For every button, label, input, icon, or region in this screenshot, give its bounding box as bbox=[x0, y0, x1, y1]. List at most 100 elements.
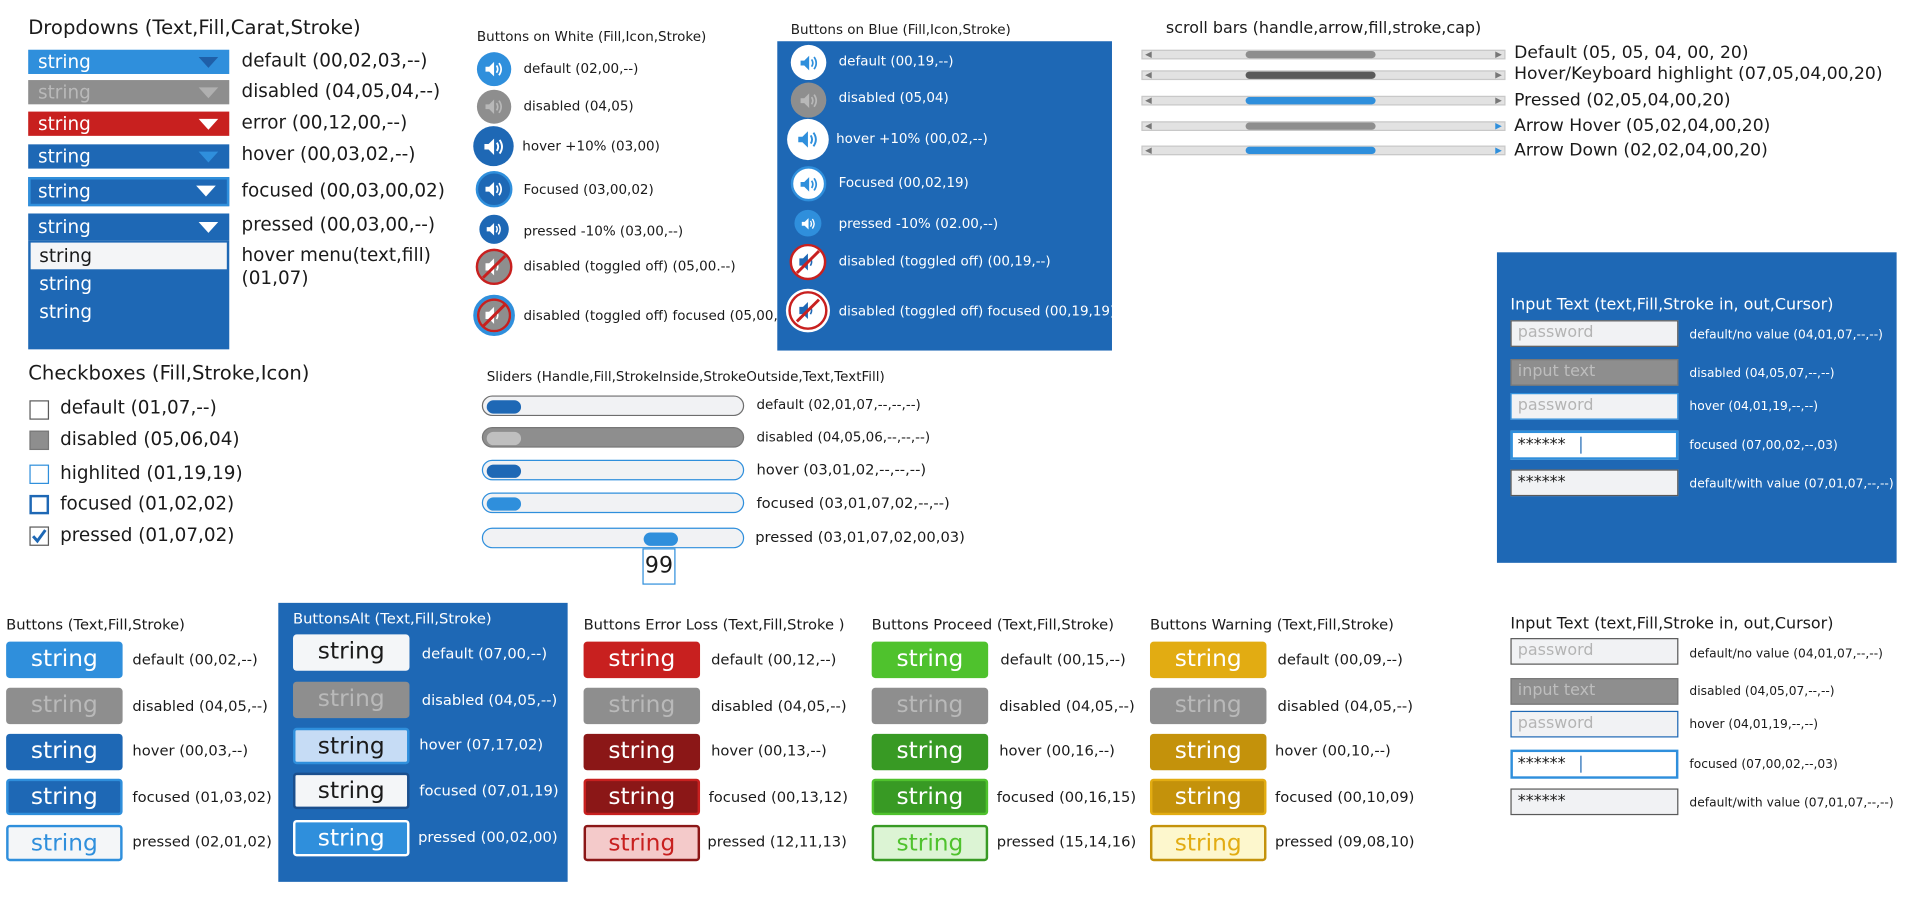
button-alt-pressed[interactable]: string bbox=[293, 819, 410, 857]
icon-button-blue-default[interactable] bbox=[790, 44, 827, 81]
button-alt-hover[interactable]: string bbox=[293, 727, 410, 765]
icon-button-blue-focused[interactable] bbox=[790, 166, 827, 202]
dropdown-hover[interactable]: string bbox=[28, 144, 230, 169]
button-focused[interactable]: string bbox=[6, 778, 123, 816]
scrollbar-arrow-down[interactable]: ◀ ▶ bbox=[1141, 145, 1506, 156]
slider-focused[interactable] bbox=[481, 492, 745, 514]
slider-default[interactable] bbox=[481, 395, 745, 417]
button-hover[interactable]: string bbox=[6, 733, 123, 771]
scrollbar-handle[interactable] bbox=[1245, 122, 1376, 130]
checkmark-icon bbox=[31, 529, 47, 544]
scrollbar-default[interactable]: ◀ ▶ bbox=[1141, 49, 1506, 60]
checkbox-focused[interactable] bbox=[29, 494, 50, 515]
button-warning-default[interactable]: string bbox=[1149, 641, 1267, 679]
scroll-arrow-right-icon[interactable]: ▶ bbox=[1495, 70, 1502, 81]
scroll-arrow-left-icon[interactable]: ◀ bbox=[1145, 70, 1152, 81]
input-value: ****** bbox=[1517, 792, 1566, 811]
slider-handle[interactable] bbox=[486, 497, 522, 511]
buttons-blue-panel bbox=[777, 41, 1112, 351]
button-error-pressed[interactable]: string bbox=[583, 824, 701, 862]
scrollbar-handle[interactable] bbox=[1245, 146, 1376, 155]
icon-button-blue-toggled-off-focused[interactable] bbox=[788, 291, 828, 330]
icon-button-white-hover-label: hover +10% (03,00) bbox=[522, 138, 660, 155]
input-placeholder: input text bbox=[1517, 681, 1596, 700]
button-default[interactable]: string bbox=[6, 641, 123, 679]
button-proceed-hover[interactable]: string bbox=[871, 733, 989, 771]
button-proceed-pressed[interactable]: string bbox=[871, 824, 989, 862]
button-error-default[interactable]: string bbox=[583, 641, 701, 679]
input-placeholder: input text bbox=[1517, 362, 1596, 381]
input-blue-hover[interactable]: password bbox=[1510, 393, 1679, 420]
input-white-focused[interactable]: ****** bbox=[1510, 749, 1679, 779]
input-white-default[interactable]: password bbox=[1510, 638, 1679, 665]
input-blue-with-value[interactable]: ****** bbox=[1510, 469, 1679, 497]
scroll-arrow-right-icon[interactable]: ▶ bbox=[1495, 49, 1502, 60]
slider-disabled bbox=[481, 426, 745, 448]
speaker-icon bbox=[486, 223, 501, 236]
dropdown-error[interactable]: string bbox=[28, 111, 230, 136]
dropdown-menu-item-hover[interactable]: string bbox=[30, 242, 227, 270]
slider-handle[interactable] bbox=[486, 400, 522, 414]
input-blue-title: Input Text (text,Fill,Stroke in, out,Cur… bbox=[1510, 295, 1834, 315]
scrollbar-hover[interactable]: ◀ ▶ bbox=[1141, 70, 1506, 81]
scroll-arrow-left-icon[interactable]: ◀ bbox=[1145, 49, 1152, 60]
icon-button-blue-hover-label: hover +10% (00,02,--) bbox=[836, 131, 988, 147]
slider-pressed[interactable] bbox=[481, 527, 745, 549]
icon-button-white-toggled-off-focused[interactable] bbox=[473, 294, 515, 337]
icon-button-white-pressed[interactable] bbox=[479, 214, 509, 244]
scroll-arrow-right-icon[interactable]: ▶ bbox=[1495, 145, 1502, 156]
icon-button-white-disabled-label: disabled (04,05) bbox=[523, 98, 634, 115]
scrollbar-arrow-down-label: Arrow Down (02,02,04,00,20) bbox=[1514, 140, 1768, 161]
input-blue-focused-label: focused (07,00,02,--,03) bbox=[1689, 439, 1838, 453]
button-proceed-focused[interactable]: string bbox=[871, 778, 989, 816]
scrollbar-handle[interactable] bbox=[1245, 97, 1376, 105]
icon-button-blue-hover[interactable] bbox=[787, 118, 829, 161]
scrollbar-handle[interactable] bbox=[1245, 71, 1376, 79]
button-alt-focused[interactable]: string bbox=[293, 772, 410, 810]
input-blue-default[interactable]: password bbox=[1510, 320, 1679, 347]
button-proceed-default[interactable]: string bbox=[871, 641, 989, 679]
input-blue-focused[interactable]: ****** bbox=[1510, 430, 1679, 460]
dropdown-menu: string string string bbox=[28, 240, 230, 350]
scroll-arrow-right-icon[interactable]: ▶ bbox=[1495, 121, 1502, 132]
slider-handle[interactable] bbox=[643, 532, 678, 546]
button-pressed[interactable]: string bbox=[6, 824, 123, 862]
scroll-arrow-left-icon[interactable]: ◀ bbox=[1145, 145, 1152, 156]
icon-button-white-hover[interactable] bbox=[473, 126, 514, 167]
icon-button-blue-pressed[interactable] bbox=[794, 209, 822, 237]
button-error-hover[interactable]: string bbox=[583, 733, 701, 771]
scroll-arrow-left-icon[interactable]: ◀ bbox=[1145, 95, 1152, 106]
icon-button-white-pressed-label: pressed -10% (03,00,--) bbox=[523, 223, 684, 239]
slider-hover[interactable] bbox=[481, 459, 745, 481]
dropdown-default[interactable]: string bbox=[28, 49, 230, 74]
scroll-arrow-right-icon[interactable]: ▶ bbox=[1495, 95, 1502, 106]
input-placeholder: password bbox=[1517, 641, 1594, 660]
icon-button-blue-toggled-off[interactable] bbox=[789, 243, 827, 281]
button-warning-pressed[interactable]: string bbox=[1149, 824, 1267, 862]
input-white-hover[interactable]: password bbox=[1510, 710, 1679, 738]
button-error-focused[interactable]: string bbox=[583, 778, 701, 816]
button-warning-focused[interactable]: string bbox=[1149, 778, 1267, 816]
dropdown-focused[interactable]: string bbox=[28, 177, 230, 207]
icon-button-white-toggled-off[interactable] bbox=[475, 248, 513, 286]
scrollbar-pressed[interactable]: ◀ ▶ bbox=[1141, 95, 1506, 106]
button-warning-default-label: default (00,09,--) bbox=[1277, 651, 1403, 669]
slider-focused-label: focused (03,01,07,02,--,--) bbox=[756, 494, 950, 512]
scrollbar-handle[interactable] bbox=[1245, 50, 1376, 59]
icon-button-white-focused[interactable] bbox=[475, 171, 513, 208]
input-white-with-value[interactable]: ****** bbox=[1510, 788, 1679, 816]
slider-handle[interactable] bbox=[486, 464, 522, 478]
scrollbar-arrow-hover[interactable]: ◀ ▶ bbox=[1141, 121, 1506, 132]
checkbox-pressed[interactable] bbox=[29, 526, 50, 546]
speaker-icon bbox=[799, 55, 817, 70]
button-alt-default[interactable]: string bbox=[293, 634, 410, 671]
caret-down-icon bbox=[198, 118, 219, 130]
dropdown-pressed[interactable]: string bbox=[28, 213, 230, 241]
scroll-arrow-left-icon[interactable]: ◀ bbox=[1145, 121, 1152, 132]
checkbox-highlited[interactable] bbox=[29, 464, 50, 484]
button-warning-hover[interactable]: string bbox=[1149, 733, 1267, 771]
icon-button-white-default[interactable] bbox=[476, 52, 512, 87]
checkbox-default[interactable] bbox=[29, 400, 50, 420]
dropdown-menu-item[interactable]: string bbox=[39, 300, 93, 323]
dropdown-menu-item[interactable]: string bbox=[39, 272, 93, 295]
